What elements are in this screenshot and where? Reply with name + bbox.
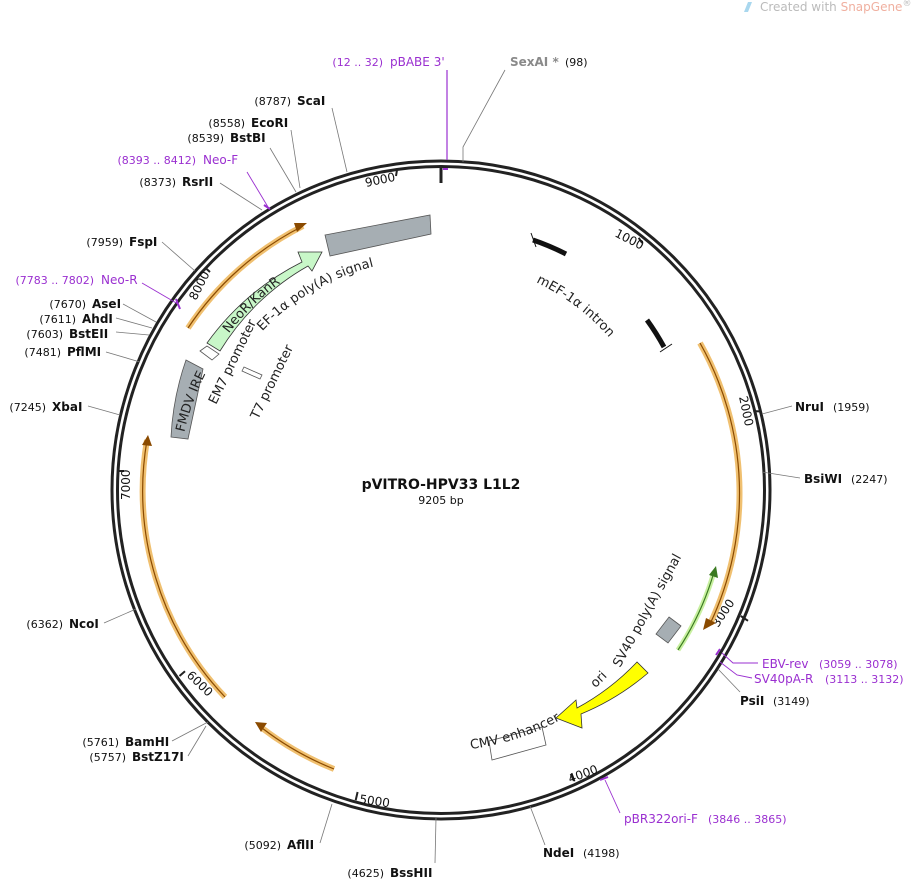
site-pos-scai: (8787) (254, 95, 291, 108)
site-pos-ncoi: (6362) (26, 618, 63, 631)
site-leaders (87, 69, 801, 864)
feature-ori: ori (555, 661, 649, 729)
orf-arc-bottom-arrow (255, 722, 267, 732)
snapgene-logo-icon (744, 2, 752, 12)
plasmid-name: pVITRO-HPV33 L1L2 (362, 477, 521, 493)
orf-arc-green-arrow (709, 566, 718, 578)
site-pos-bamhi: (5761) (82, 736, 119, 749)
sv40-label: SV40 poly(A) signal (610, 552, 685, 670)
site-name-scai: ScaI (297, 94, 325, 108)
site-pos-fspi: (7959) (86, 236, 123, 249)
orf-arcs (139, 223, 743, 772)
orf-arc-bottom (255, 722, 336, 772)
tick-label-5000: 5000 (359, 792, 391, 810)
feature-mef1a-intron: mEF-1α intron (530, 232, 673, 353)
primer-name-pbr322orif: pBR322ori-F (624, 812, 698, 826)
site-pos-bsiwi: (2247) (851, 473, 888, 486)
feature-sv40-polya: SV40 poly(A) signal (610, 552, 685, 670)
primer-name-neor: Neo-R (101, 273, 138, 287)
tick-label-2000: 2000 (736, 395, 756, 428)
primer-name-pbabe: pBABE 3' (390, 55, 445, 69)
ori-label: ori (588, 669, 611, 691)
site-name-bstbi: BstBI (230, 131, 266, 145)
site-pos-ahdi: (7611) (39, 313, 76, 326)
feature-cmv-enhancer: CMV enhancer (469, 710, 563, 761)
site-name-pflmi: PflMI (67, 345, 101, 359)
primer-pos-pbabe: (12 .. 32) (332, 56, 383, 69)
site-name-asei: AseI (92, 297, 121, 311)
site-name-fspi: FspI (129, 235, 157, 249)
svg-text:Created with SnapGene®: Created with SnapGene® (760, 0, 911, 14)
watermark-brand: SnapGene (841, 0, 903, 14)
site-name-bsiwi: BsiWI (804, 472, 842, 486)
site-name-bsshii: BssHII (390, 866, 432, 880)
site-pos-bstz17i: (5757) (89, 751, 126, 764)
orf-arc-right (697, 341, 743, 630)
feature-t7-promoter: T7 promoter (241, 342, 298, 423)
primer-pos-pbr322orif: (3846 .. 3865) (708, 813, 787, 826)
plasmid-size: 9205 bp (418, 494, 463, 507)
site-name-ndei: NdeI (543, 846, 574, 860)
site-name-bsteii: BstEII (69, 327, 108, 341)
watermark-prefix: Created with (760, 0, 841, 14)
orf-arc-left-arrow (142, 435, 152, 446)
site-name-ecori: EcoRI (251, 116, 288, 130)
orf-arc-topleft (185, 223, 307, 330)
primer-name-ebvrev: EBV-rev (762, 657, 808, 671)
primer-pos-neof: (8393 .. 8412) (117, 154, 196, 167)
watermark-reg: ® (902, 0, 911, 9)
orf-arc-right-arrow (703, 618, 716, 630)
primer-pos-neor: (7783 .. 7802) (15, 274, 94, 287)
site-pos-xbai: (7245) (9, 401, 46, 414)
site-pos-pflmi: (7481) (24, 346, 61, 359)
backbone (110, 159, 772, 821)
tick-label-9000: 9000 (364, 170, 397, 190)
snapgene-watermark: Created with SnapGene® (744, 0, 911, 14)
primer-leaders (141, 70, 758, 814)
site-pos-nrui: (1959) (833, 401, 870, 414)
site-pos-psii: (3149) (773, 695, 810, 708)
primer-pos-ebvrev: (3059 .. 3078) (819, 658, 898, 671)
svg-text:ori: ori (588, 669, 611, 691)
site-pos-bsteii: (7603) (26, 328, 63, 341)
site-name-sexai: SexAI * (510, 55, 559, 69)
t7-label: T7 promoter (248, 342, 298, 423)
ef1a-label: EF-1α poly(A) signal (254, 256, 374, 334)
svg-text:mEF-1α intron: mEF-1α intron (534, 272, 617, 340)
site-name-xbai: XbaI (52, 400, 82, 414)
primer-pos-sv40par: (3113 .. 3132) (825, 673, 904, 686)
site-pos-asei: (7670) (49, 298, 86, 311)
site-pos-sexai: (98) (565, 56, 588, 69)
site-name-bamhi: BamHI (125, 735, 169, 749)
site-pos-rsrii: (8373) (139, 176, 176, 189)
map-center: pVITRO-HPV33 L1L2 9205 bp (362, 477, 521, 507)
site-pos-bstbi: (8539) (187, 132, 224, 145)
svg-text:EF-1α poly(A) signal: EF-1α poly(A) signal (254, 256, 374, 334)
tick-label-7000: 7000 (119, 469, 133, 500)
site-name-aflii: AflII (287, 838, 314, 852)
mef1a-label: mEF-1α intron (534, 272, 617, 340)
orf-arc-green (675, 566, 718, 652)
site-pos-bsshii: (4625) (347, 867, 384, 880)
feature-neor-kanr: NeoR/KanR (206, 251, 323, 352)
site-name-bstz17i: BstZ17I (132, 750, 184, 764)
site-name-ncoi: NcoI (69, 617, 99, 631)
orf-arc-topleft-arrow (294, 223, 307, 232)
primer-name-neof: Neo-F (203, 153, 238, 167)
site-name-nrui: NruI (795, 400, 824, 414)
site-name-rsrii: RsrII (182, 175, 213, 189)
site-pos-aflii: (5092) (244, 839, 281, 852)
primer-labels: (12 .. 32) pBABE 3' (8393 .. 8412) Neo-F… (15, 55, 903, 826)
site-pos-ecori: (8558) (208, 117, 245, 130)
orf-arc-left (139, 435, 228, 700)
site-name-psii: PsiI (740, 694, 764, 708)
site-name-ahdi: AhdI (82, 312, 113, 326)
primer-name-sv40par: SV40pA-R (754, 672, 813, 686)
site-pos-ndei: (4198) (583, 847, 620, 860)
site-labels: (8787) ScaI (8558) EcoRI (8539) BstBI (8… (9, 55, 887, 880)
